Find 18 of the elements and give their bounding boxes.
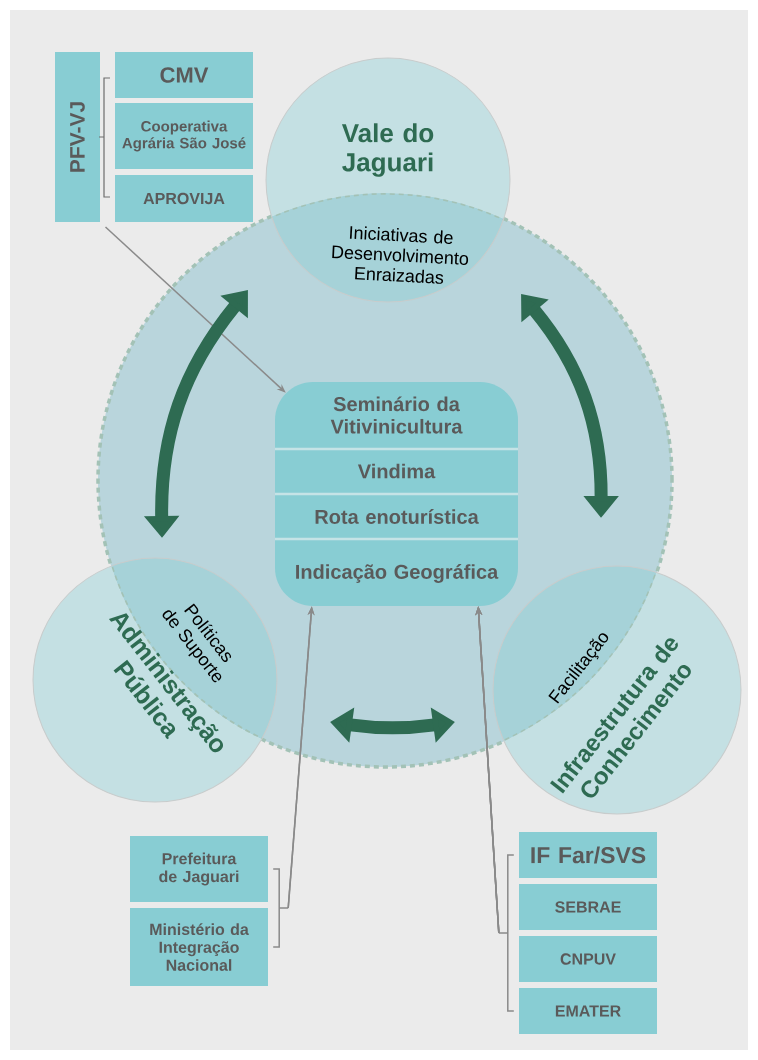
label-box: IF Far/SVS (519, 832, 657, 878)
label-box: CMV (115, 52, 253, 98)
label-box: SEBRAE (519, 884, 657, 930)
label-box: Cooperativa Agrária São José (115, 103, 253, 169)
label-box: CNPUV (519, 936, 657, 982)
label-box: Ministério da Integração Nacional (130, 908, 268, 986)
leader-arrow (104, 226, 286, 393)
label-box: EMATER (519, 988, 657, 1034)
band-label: Indicação Geográfica (296, 564, 499, 583)
vertical-box: PFV-VJ (55, 52, 100, 222)
circle-label: Vale do Jaguari (341, 123, 434, 177)
circle-label: Iniciativas de Desenvolvimento Enraizadas (332, 226, 469, 284)
band-label: Seminário da Vitivinicultura (330, 396, 463, 434)
label-box: Prefeitura de Jaguari (130, 836, 268, 902)
rounded-box (275, 382, 518, 606)
band-label: Rota enoturística (315, 509, 479, 524)
label-box: APROVIJA (115, 175, 253, 222)
band-label: Vindima (357, 463, 436, 479)
